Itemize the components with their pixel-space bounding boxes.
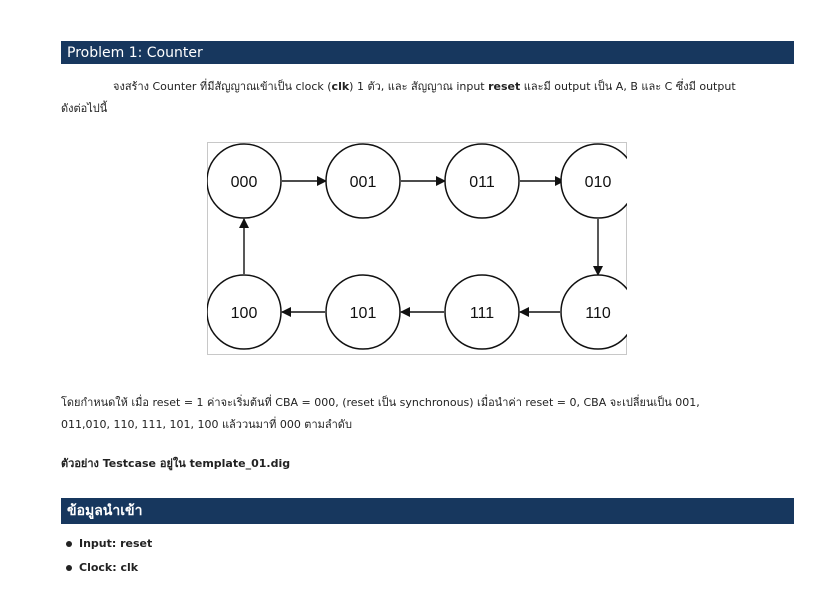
input-item-label: Input: reset — [79, 537, 153, 550]
intro-text-2: ) 1 ตัว, และ สัญญาณ input — [349, 80, 489, 93]
bullet-icon — [66, 541, 72, 547]
state-010: 010 — [560, 143, 627, 219]
state-111: 111 — [444, 274, 520, 350]
state-101: 101 — [325, 274, 401, 350]
state-100-label: 100 — [231, 305, 258, 322]
intro-text-3: และมี output เป็น A, B และ C ซึ่งมี outp… — [520, 80, 736, 93]
inputs-list: Input: reset Clock: clk — [64, 532, 152, 580]
clock-item-label: Clock: clk — [79, 561, 139, 574]
bullet-icon — [66, 565, 72, 571]
state-010-label: 010 — [585, 174, 612, 191]
state-001: 001 — [325, 143, 401, 219]
state-111-label: 111 — [470, 305, 494, 322]
testcase-note: ตัวอย่าง Testcase อยู่ใน template_01.dig — [61, 457, 291, 470]
state-001-label: 001 — [350, 174, 377, 191]
list-item: Input: reset — [64, 532, 152, 556]
state-110-label: 110 — [585, 305, 611, 322]
reset-description-line-2: 011,010, 110, 111, 101, 100 แล้ววนมาที่ … — [61, 418, 352, 431]
state-110: 110 — [560, 274, 627, 350]
state-011-label: 011 — [469, 174, 495, 191]
intro-text-1: จงสร้าง Counter ที่มีสัญญาณเข้าเป็น cloc… — [113, 80, 332, 93]
reset-description-line-1: โดยกำหนดให้ เมื่อ reset = 1 ค่าจะเริ่มต้… — [61, 396, 700, 409]
inputs-heading-text: ข้อมูลนำเข้า — [67, 503, 143, 519]
intro-clk: clk — [331, 80, 350, 93]
problem-heading: Problem 1: Counter — [61, 41, 794, 64]
intro-reset: reset — [488, 80, 521, 93]
state-000: 000 — [207, 143, 282, 219]
state-000-label: 000 — [231, 174, 258, 191]
state-011: 011 — [444, 143, 520, 219]
intro-paragraph: จงสร้าง Counter ที่มีสัญญาณเข้าเป็น cloc… — [61, 76, 794, 120]
state-diagram: 000 001 011 010 110 111 101 100 — [207, 142, 627, 355]
intro-text-4: ดังต่อไปนี้ — [61, 102, 108, 115]
state-100: 100 — [207, 274, 282, 350]
list-item: Clock: clk — [64, 556, 152, 580]
reset-description: โดยกำหนดให้ เมื่อ reset = 1 ค่าจะเริ่มต้… — [61, 392, 794, 436]
state-101-label: 101 — [350, 305, 377, 322]
problem-heading-text: Problem 1: Counter — [67, 44, 203, 61]
inputs-heading: ข้อมูลนำเข้า — [61, 498, 794, 524]
